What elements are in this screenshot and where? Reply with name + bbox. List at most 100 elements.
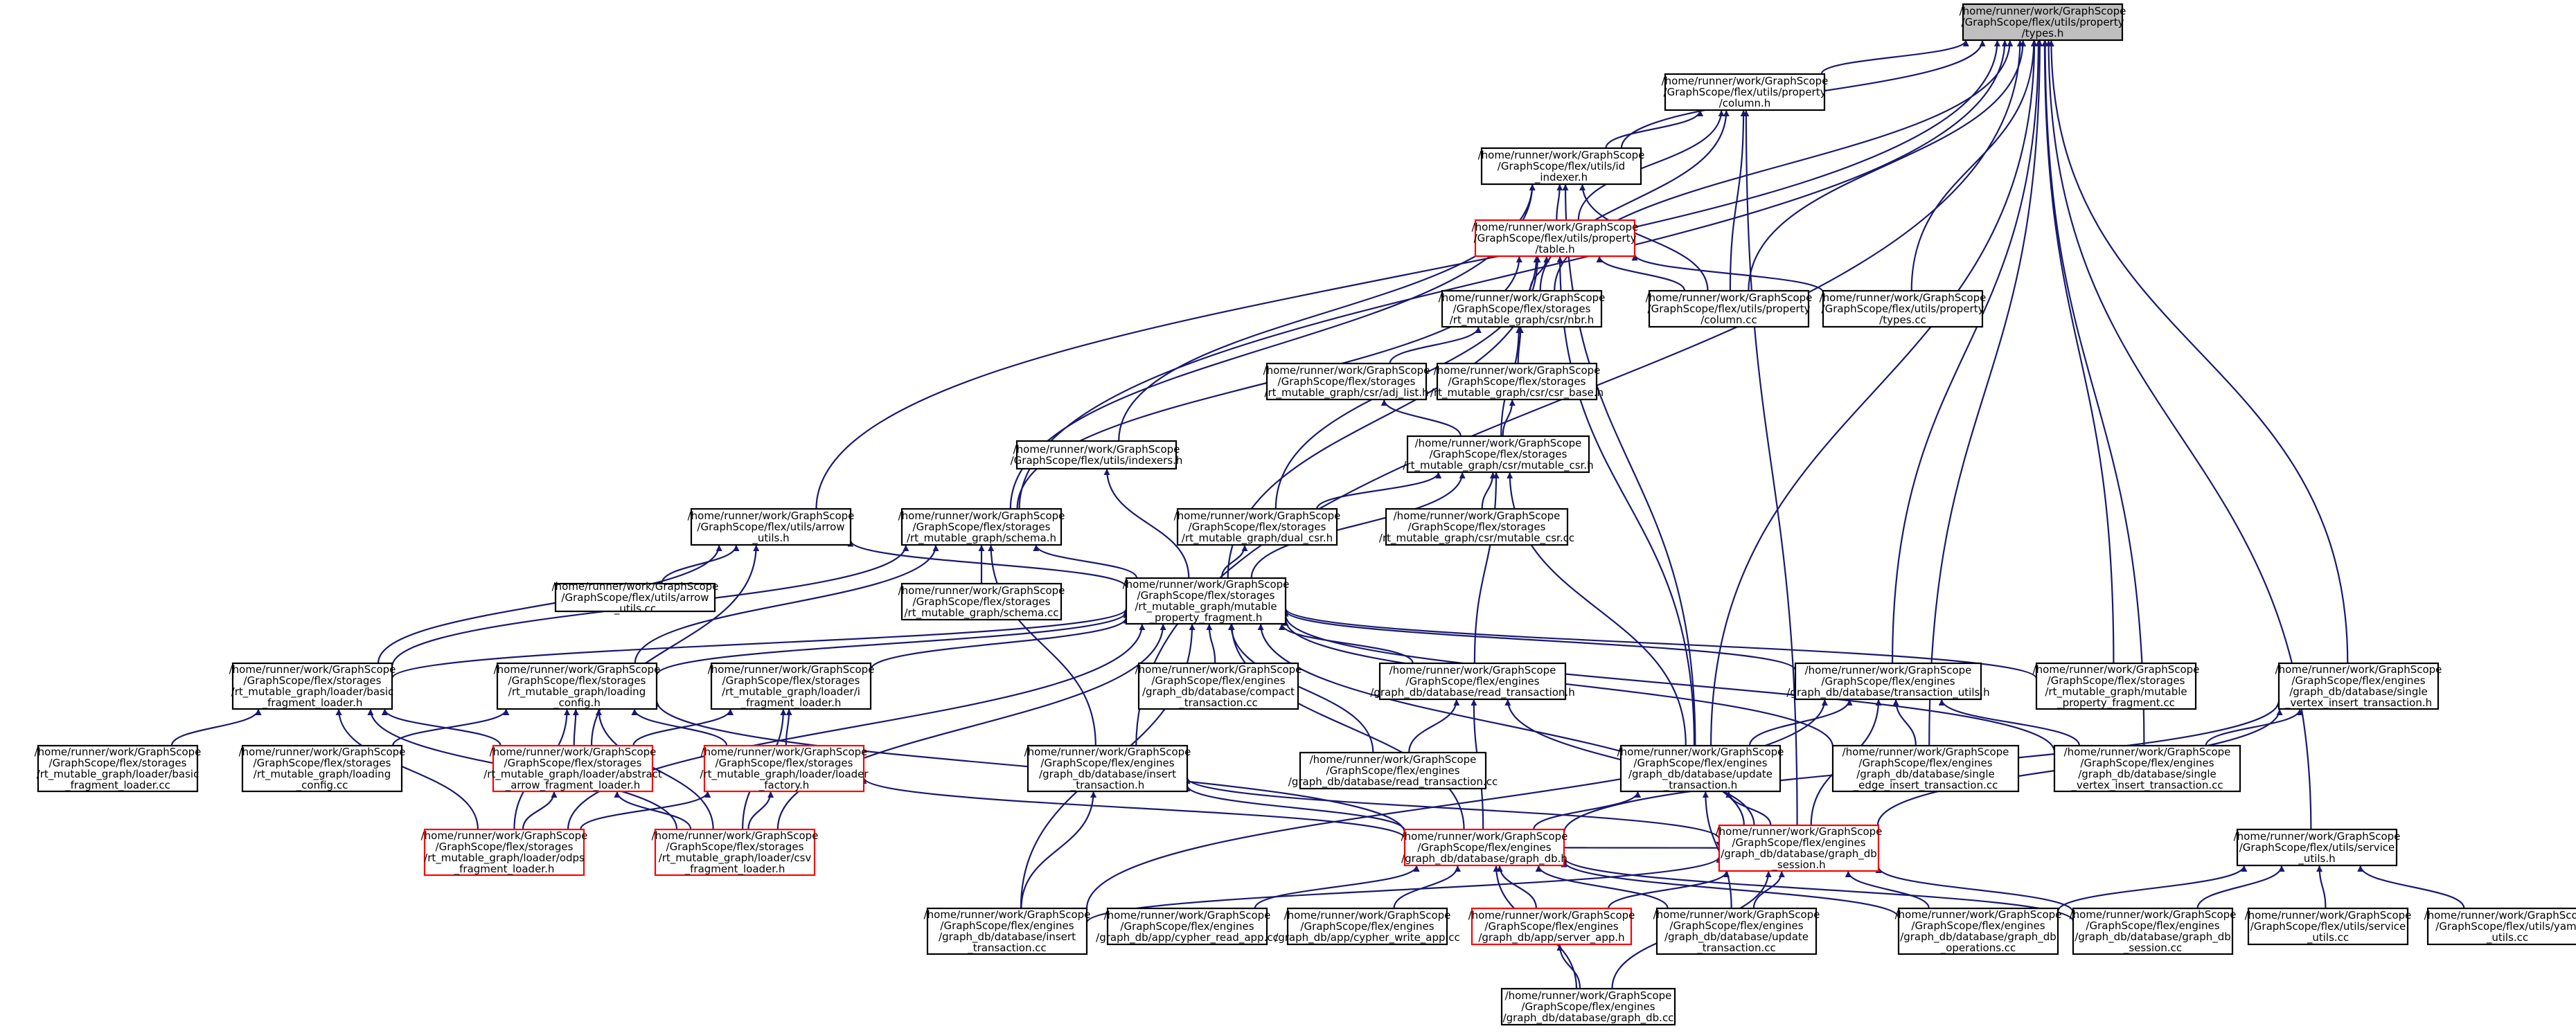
file-node-label: /GraphScope/flex/engines bbox=[1858, 757, 1992, 769]
file-node-table-h[interactable]: /home/runner/work/GraphScope/GraphScope/… bbox=[1472, 219, 1639, 258]
file-node-box bbox=[1664, 73, 1826, 111]
dependency-edge bbox=[1535, 865, 1669, 909]
file-node-arrow-utils-h[interactable]: /home/runner/work/GraphScope/GraphScope/… bbox=[688, 507, 855, 546]
file-node-nbr-h[interactable]: /home/runner/work/GraphScope/GraphScope/… bbox=[1439, 289, 1606, 328]
file-node-service-utils-cc[interactable]: /home/runner/work/GraphScope/GraphScope/… bbox=[2245, 907, 2412, 946]
dependency-edge bbox=[381, 708, 501, 746]
file-node-label: /GraphScope/flex/utils/property bbox=[1962, 16, 2124, 28]
dependency-edge bbox=[1184, 777, 1721, 840]
file-node-label: /table.h bbox=[1535, 243, 1574, 255]
dependency-edge bbox=[1608, 870, 1730, 909]
file-node-label: /GraphScope/flex/utils/property bbox=[1822, 303, 1984, 315]
file-node-label: _fragment_loader.h bbox=[740, 697, 842, 710]
file-node-mutable-csr-h[interactable]: /home/runner/work/GraphScope/GraphScope/… bbox=[1403, 435, 1594, 474]
file-node-cypher-read-cc[interactable]: /home/runner/work/GraphScope/GraphScope/… bbox=[1096, 907, 1279, 946]
file-node-label: /GraphScope/flex/storages bbox=[1278, 375, 1416, 388]
file-node-column-cc[interactable]: /home/runner/work/GraphScope/GraphScope/… bbox=[1646, 289, 1813, 328]
file-node-loading-config-h[interactable]: /home/runner/work/GraphScope/GraphScope/… bbox=[494, 662, 661, 710]
file-node-basic-loader-h[interactable]: /home/runner/work/GraphScope/GraphScope/… bbox=[229, 662, 396, 710]
file-node-svi-txn-cc[interactable]: /home/runner/work/GraphScope/GraphScope/… bbox=[2053, 744, 2241, 793]
file-node-label: /GraphScope/flex/engines bbox=[2291, 674, 2425, 687]
file-node-cypher-write-cc[interactable]: /home/runner/work/GraphScope/GraphScope/… bbox=[1274, 907, 1460, 946]
file-node-graph-db-cc[interactable]: /home/runner/work/GraphScope/GraphScope/… bbox=[1500, 987, 1676, 1026]
file-node-label: _fragment_loader.h bbox=[262, 697, 363, 710]
file-node-label: /graph_db/database/single bbox=[1856, 768, 1995, 781]
file-node-label: /graph_db/app/server_app.h bbox=[1478, 931, 1624, 944]
file-node-odps-loader-h[interactable]: /home/runner/work/GraphScope/GraphScope/… bbox=[421, 828, 588, 877]
file-node-schema-h[interactable]: /home/runner/work/GraphScope/GraphScope/… bbox=[898, 507, 1065, 546]
dependency-edge bbox=[1257, 623, 1745, 826]
file-node-server-app-h[interactable]: /home/runner/work/GraphScope/GraphScope/… bbox=[1468, 907, 1635, 946]
file-node-box bbox=[1286, 907, 1448, 946]
file-node-operations-cc[interactable]: /home/runner/work/GraphScope/GraphScope/… bbox=[1895, 907, 2062, 955]
file-node-label: _utils.cc bbox=[2307, 931, 2349, 944]
file-node-mpf-h[interactable]: /home/runner/work/GraphScope/GraphScope/… bbox=[1123, 577, 1290, 625]
file-node-dual-csr-h[interactable]: /home/runner/work/GraphScope/GraphScope/… bbox=[1174, 507, 1341, 546]
file-node-insert-txn-cc[interactable]: /home/runner/work/GraphScope/GraphScope/… bbox=[924, 907, 1091, 955]
file-node-read-txn-cc[interactable]: /home/runner/work/GraphScope/GraphScope/… bbox=[1288, 751, 1498, 790]
dependency-edge bbox=[1020, 791, 1097, 909]
file-node-label: /GraphScope/flex/utils/property bbox=[1648, 303, 1811, 315]
file-node-sei-txn-cc[interactable]: /home/runner/work/GraphScope/GraphScope/… bbox=[1831, 744, 2020, 793]
file-node-label: /GraphScope/flex/storages bbox=[1453, 303, 1591, 315]
file-node-label: /graph_db/database/read_transaction.h bbox=[1370, 686, 1574, 699]
dependency-edge bbox=[1250, 471, 1466, 579]
file-node-session-h[interactable]: /home/runner/work/GraphScope/GraphScope/… bbox=[1716, 824, 1883, 872]
file-node-label: /GraphScope/flex/utils/arrow bbox=[561, 591, 709, 604]
file-node-box bbox=[2277, 662, 2440, 710]
dependency-edge bbox=[1282, 610, 1797, 671]
file-node-basic-loader-cc[interactable]: /home/runner/work/GraphScope/GraphScope/… bbox=[35, 744, 202, 793]
file-node-abstract-loader-h[interactable]: /home/runner/work/GraphScope/GraphScope/… bbox=[483, 744, 662, 793]
file-node-label: /rt_mutable_graph/csr/mutable_csr.h bbox=[1403, 459, 1593, 472]
dependency-edge bbox=[785, 708, 792, 746]
dependency-edge bbox=[632, 708, 734, 746]
file-node-service-utils-h[interactable]: /home/runner/work/GraphScope/GraphScope/… bbox=[2234, 828, 2401, 867]
dependency-edge bbox=[392, 708, 510, 746]
file-node-csr-base-h[interactable]: /home/runner/work/GraphScope/GraphScope/… bbox=[1430, 362, 1604, 401]
file-node-label: /home/runner/work/GraphScope bbox=[1013, 443, 1180, 456]
file-node-compact-cc[interactable]: /home/runner/work/GraphScope/GraphScope/… bbox=[1135, 662, 1302, 710]
file-node-label: /graph_db/database/single bbox=[2289, 685, 2428, 699]
file-node-session-cc[interactable]: /home/runner/work/GraphScope/GraphScope/… bbox=[2070, 907, 2237, 955]
file-node-loading-config-cc[interactable]: /home/runner/work/GraphScope/GraphScope/… bbox=[239, 744, 406, 793]
file-node-id-indexer-h[interactable]: /home/runner/work/GraphScope/GraphScope/… bbox=[1478, 147, 1645, 186]
file-node-read-txn-h[interactable]: /home/runner/work/GraphScope/GraphScope/… bbox=[1370, 662, 1575, 701]
file-node-label: /GraphScope/flex/engines bbox=[1326, 764, 1459, 777]
file-node-update-txn-h[interactable]: /home/runner/work/GraphScope/GraphScope/… bbox=[1617, 744, 1784, 793]
dependency-edge bbox=[1282, 608, 2038, 679]
file-node-indexers-h[interactable]: /home/runner/work/GraphScope/GraphScope/… bbox=[1011, 440, 1183, 470]
file-node-schema-cc[interactable]: /home/runner/work/GraphScope/GraphScope/… bbox=[898, 582, 1065, 621]
file-node-label: _transaction.cc bbox=[967, 942, 1047, 955]
file-node-types-h[interactable]: /home/runner/work/GraphScope/GraphScope/… bbox=[1960, 3, 2126, 42]
file-node-types-cc[interactable]: /home/runner/work/GraphScope/GraphScope/… bbox=[1820, 289, 1987, 328]
file-node-label: /home/runner/work/GraphScope bbox=[898, 510, 1065, 522]
file-node-label: /GraphScope/flex/storages bbox=[913, 595, 1051, 608]
file-node-graph-db-h[interactable]: /home/runner/work/GraphScope/GraphScope/… bbox=[1401, 828, 1568, 867]
file-node-svi-txn-h[interactable]: /home/runner/work/GraphScope/GraphScope/… bbox=[2275, 662, 2442, 710]
file-node-update-txn-cc[interactable]: /home/runner/work/GraphScope/GraphScope/… bbox=[1653, 907, 1820, 955]
file-node-box bbox=[703, 744, 865, 793]
file-node-arrow-utils-cc[interactable]: /home/runner/work/GraphScope/GraphScope/… bbox=[552, 580, 719, 616]
file-node-mpf-cc[interactable]: /home/runner/work/GraphScope/GraphScope/… bbox=[2033, 662, 2200, 710]
file-node-i-loader-h[interactable]: /home/runner/work/GraphScope/GraphScope/… bbox=[708, 662, 875, 710]
file-node-box bbox=[690, 507, 852, 546]
dependency-edge bbox=[2196, 865, 2285, 909]
file-node-label: /GraphScope/flex/storages bbox=[722, 674, 860, 687]
file-node-label: _utils.h bbox=[2298, 852, 2335, 865]
dependency-edge bbox=[1380, 399, 1462, 437]
file-node-label: /graph_db/database/single bbox=[2078, 768, 2217, 781]
file-node-label: /home/runner/work/GraphScope bbox=[898, 584, 1065, 597]
file-node-insert-txn-h[interactable]: /home/runner/work/GraphScope/GraphScope/… bbox=[1024, 744, 1191, 793]
file-node-txn-utils-h[interactable]: /home/runner/work/GraphScope/GraphScope/… bbox=[1786, 662, 1990, 701]
file-node-csv-loader-h[interactable]: /home/runner/work/GraphScope/GraphScope/… bbox=[652, 828, 819, 877]
file-node-mutable-csr-cc[interactable]: /home/runner/work/GraphScope/GraphScope/… bbox=[1379, 507, 1574, 546]
file-node-column-h[interactable]: /home/runner/work/GraphScope/GraphScope/… bbox=[1662, 73, 1829, 111]
dependency-edge bbox=[847, 540, 1128, 588]
file-node-label: _utils.h bbox=[752, 532, 789, 545]
file-node-yaml-utils-cc[interactable]: /home/runner/work/GraphScope/GraphScope/… bbox=[2424, 907, 2576, 946]
file-node-adj-list-h[interactable]: /home/runner/work/GraphScope/GraphScope/… bbox=[1263, 362, 1430, 401]
dependency-edge bbox=[335, 708, 479, 830]
file-node-box bbox=[2236, 828, 2398, 867]
dependency-edge bbox=[1892, 699, 1917, 746]
file-node-loader-factory-h[interactable]: /home/runner/work/GraphScope/GraphScope/… bbox=[700, 744, 869, 793]
